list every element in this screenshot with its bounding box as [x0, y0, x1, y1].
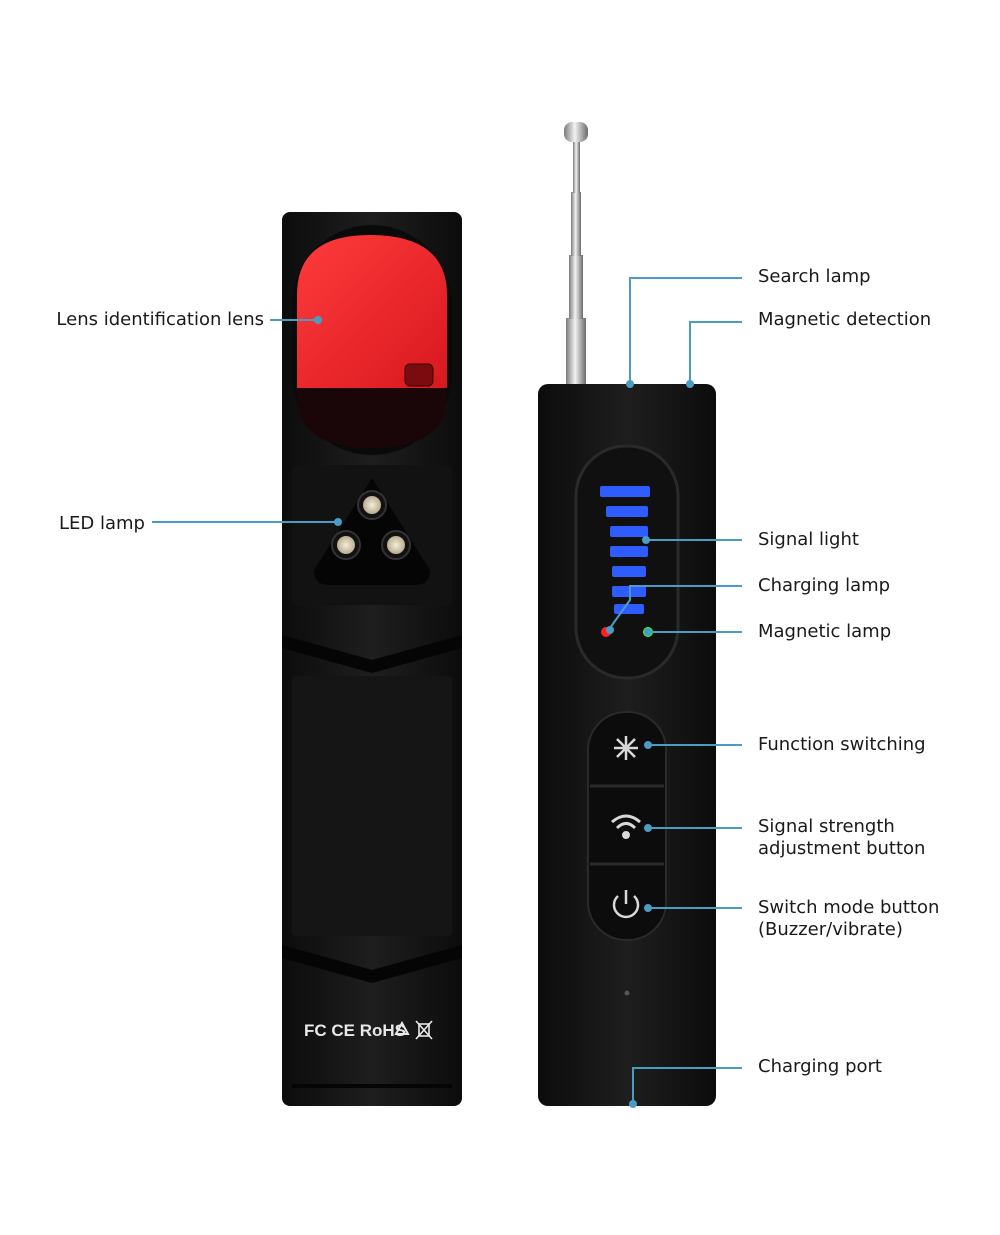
- dot-magnetic-lamp: [644, 628, 652, 636]
- dot-function: [644, 741, 652, 749]
- label-lens-identification: Lens identification lens: [56, 309, 264, 330]
- dot-charging-lamp: [606, 626, 614, 634]
- label-led-lamp: LED lamp: [59, 513, 145, 534]
- lens-identification-lens: [297, 235, 447, 388]
- label-signal-strength-2: adjustment button: [758, 838, 926, 859]
- certification-marks: FC CE RoHS: [304, 1021, 406, 1040]
- signal-bar-1: [600, 486, 650, 497]
- left-device: FC CE RoHS: [282, 212, 462, 1106]
- callout-lines: [152, 277, 742, 1104]
- antenna-tip: [564, 122, 588, 142]
- signal-bar-7: [614, 604, 644, 614]
- dot-charging-port: [629, 1100, 637, 1108]
- lens-dark-bottom: [297, 388, 447, 448]
- label-switch-mode-1: Switch mode button: [758, 897, 940, 918]
- led-lamp-3-core: [387, 536, 405, 554]
- switch-mode-button[interactable]: [612, 890, 640, 919]
- crossed-bin-icon: [415, 1020, 433, 1040]
- microphone-hole: [624, 990, 630, 996]
- label-charging-lamp: Charging lamp: [758, 575, 891, 596]
- label-switch-mode-2: (Buzzer/vibrate): [758, 919, 903, 940]
- label-search-lamp: Search lamp: [758, 266, 871, 287]
- callout-dots: [314, 316, 694, 1108]
- antenna-segment-4: [566, 318, 586, 386]
- function-switching-button[interactable]: [614, 736, 638, 760]
- led-lamp-1-core: [363, 496, 381, 514]
- dot-signal-light: [642, 536, 650, 544]
- wifi-icon: [611, 814, 641, 839]
- indicator-window: [574, 444, 680, 680]
- signal-strength-button[interactable]: [611, 814, 641, 839]
- signal-bar-5: [612, 566, 646, 577]
- antenna-segment-3: [569, 255, 583, 319]
- power-icon: [612, 890, 640, 919]
- grip-panel: [292, 676, 452, 936]
- signal-bar-3: [610, 526, 648, 537]
- dot-switch-mode: [644, 904, 652, 912]
- antenna-segment-2: [571, 192, 581, 256]
- label-magnetic-detection: Magnetic detection: [758, 309, 932, 330]
- dot-magnetic-detection: [686, 380, 694, 388]
- signal-bar-4: [610, 546, 648, 557]
- callout-charging-port: [632, 1067, 742, 1104]
- label-magnetic-lamp: Magnetic lamp: [758, 621, 892, 642]
- right-device: [538, 122, 716, 1106]
- lens-sensor: [404, 363, 434, 387]
- sun-spark-icon: [614, 736, 638, 760]
- label-signal-light: Signal light: [758, 529, 859, 550]
- callout-magnetic-detection: [689, 321, 742, 382]
- dot-search: [626, 380, 634, 388]
- label-signal-strength-1: Signal strength: [758, 816, 895, 837]
- callout-charging-lamp: [609, 585, 742, 629]
- recycle-icon: [394, 1020, 410, 1035]
- dot-led: [334, 518, 342, 526]
- lower-groove: [282, 945, 462, 983]
- button-panel: [587, 711, 667, 941]
- bottom-cap-line: [292, 1084, 452, 1088]
- signal-bar-2: [606, 506, 648, 517]
- callout-search-lamp: [629, 277, 742, 382]
- label-charging-port: Charging port: [758, 1056, 882, 1077]
- label-function-switching: Function switching: [758, 734, 926, 755]
- antenna-segment-1: [573, 140, 580, 193]
- led-lamp-2-core: [337, 536, 355, 554]
- dot-lens: [314, 316, 322, 324]
- dot-signal-strength: [644, 824, 652, 832]
- upper-groove: [282, 635, 462, 673]
